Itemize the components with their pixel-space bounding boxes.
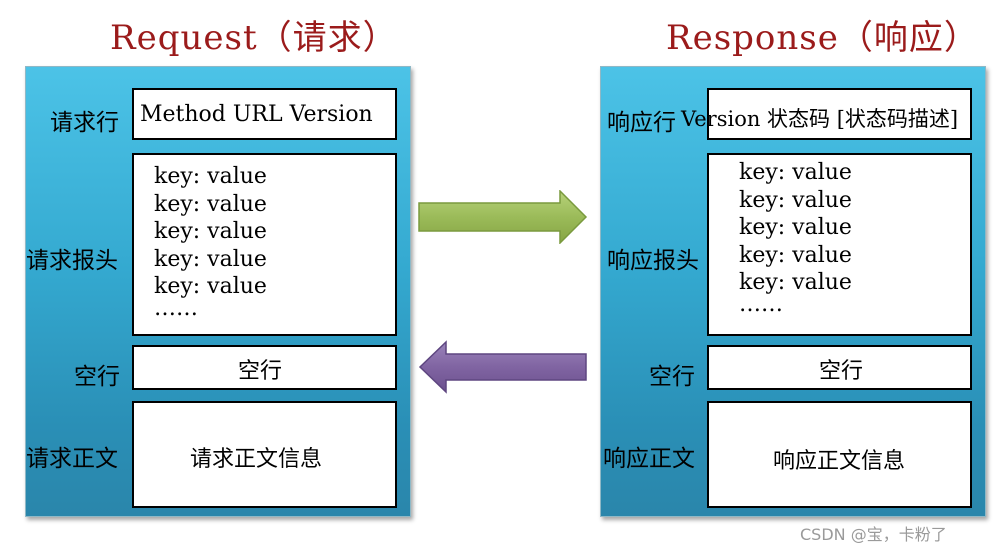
status-line-label: 响应行 xyxy=(607,110,676,136)
response-headers-box: key: value key: value key: value key: va… xyxy=(707,153,972,336)
request-body-label: 请求正文 xyxy=(26,446,118,472)
header-line: key: value xyxy=(154,219,267,244)
response-headers-label: 响应报头 xyxy=(607,248,699,274)
header-line: key: value xyxy=(739,187,852,213)
response-blank-box: 空行 xyxy=(707,345,972,390)
response-body-content: 响应正文信息 xyxy=(773,449,906,474)
request-body-box: 请求正文信息 xyxy=(132,401,397,508)
response-body-label: 响应正文 xyxy=(603,446,695,472)
header-line: key: value xyxy=(739,270,852,295)
response-body-box: 响应正文信息 xyxy=(707,401,972,508)
header-ellipsis: …… xyxy=(154,296,198,321)
request-headers-box: key: value key: value key: value key: va… xyxy=(132,153,397,336)
watermark: CSDN @宝，卡粉了 xyxy=(800,525,947,544)
request-blank-label: 空行 xyxy=(74,364,120,390)
header-line: key: value xyxy=(154,191,267,217)
request-title: Request（请求） xyxy=(110,18,398,58)
request-panel: 请求行 Method URL Version 请求报头 key: value k… xyxy=(25,66,411,517)
header-ellipsis: …… xyxy=(739,292,783,317)
request-blank-box: 空行 xyxy=(132,345,397,390)
request-line-label: 请求行 xyxy=(50,110,119,136)
request-body-content: 请求正文信息 xyxy=(190,447,323,472)
request-line-box: Method URL Version xyxy=(132,88,397,140)
request-headers-label: 请求报头 xyxy=(26,248,118,274)
header-line: key: value xyxy=(154,164,267,189)
status-line-content: Version 状态码 [状态码描述] xyxy=(681,107,959,131)
request-line-content: Method URL Version xyxy=(140,102,373,127)
status-line-box xyxy=(707,88,972,140)
header-line: key: value xyxy=(154,246,267,272)
header-line: key: value xyxy=(739,160,852,185)
header-line: key: value xyxy=(154,274,267,299)
header-line: key: value xyxy=(739,242,852,268)
response-blank-label: 空行 xyxy=(649,364,695,390)
response-blank-content: 空行 xyxy=(819,359,864,384)
response-title: Response（响应） xyxy=(666,18,979,58)
response-panel: 响应行 Version 状态码 [状态码描述] 响应报头 key: value … xyxy=(600,66,986,517)
request-blank-content: 空行 xyxy=(238,359,283,384)
request-to-response-arrow xyxy=(418,190,588,244)
response-to-request-arrow xyxy=(418,340,587,394)
header-line: key: value xyxy=(739,215,852,240)
